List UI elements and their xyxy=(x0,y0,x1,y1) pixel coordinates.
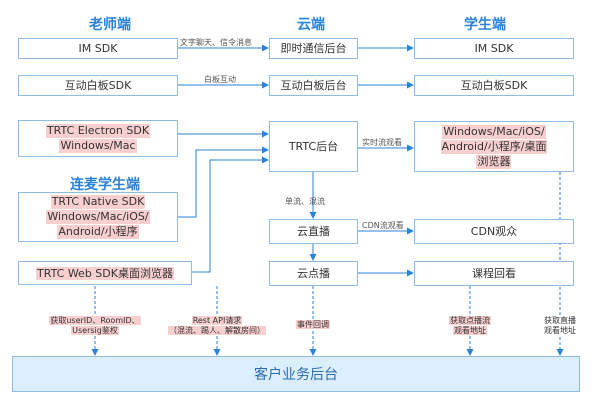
student-im-sdk-label: IM SDK xyxy=(474,42,514,55)
teacher-im-sdk-box: IM SDK xyxy=(18,38,178,59)
edge-label-realtime: 实时流观看 xyxy=(362,138,402,147)
edge-label-mix: 单流、混流 xyxy=(285,197,325,206)
note-auth: 获取userID、RoomID、 Usersig鉴权 xyxy=(40,316,150,336)
cloud-live-box: 云直播 xyxy=(269,219,358,244)
edge-native-trtc xyxy=(178,146,269,218)
student-whiteboard-sdk-box: 互动白板SDK xyxy=(414,75,574,96)
cloud-vod-box: 云点播 xyxy=(269,261,358,286)
edge-label-whiteboard: 白板互动 xyxy=(204,75,236,84)
electron-sdk-box: TRTC Electron SDK Windows/Mac xyxy=(18,120,178,157)
column-title-lianmai: 连麦学生端 xyxy=(70,177,140,193)
electron-platform-label: Windows/Mac xyxy=(59,139,137,153)
edge-label-im: 文字聊天、信令消息 xyxy=(180,38,252,47)
note-liveaddr-line1: 获取直播 xyxy=(544,316,576,325)
customer-backend-label: 客户业务后台 xyxy=(254,367,338,383)
column-title-teacher: 老师端 xyxy=(89,17,131,33)
cdn-audience-label: CDN观众 xyxy=(470,225,518,238)
note-callback: 事件回调 xyxy=(283,320,343,330)
cloud-whiteboard-backend-box: 互动白板后台 xyxy=(269,75,358,96)
native-sdk-label: TRTC Native SDK xyxy=(50,195,146,209)
note-callback-label: 事件回调 xyxy=(296,320,330,329)
web-sdk-label: TRTC Web SDK桌面浏览器 xyxy=(36,266,174,280)
teacher-whiteboard-sdk-label: 互动白板SDK xyxy=(64,79,132,92)
native-platform-line1: Windows/Mac/iOS/ xyxy=(46,210,150,224)
cloud-live-label: 云直播 xyxy=(297,225,330,238)
note-playback-line2: 观看地址 xyxy=(453,326,487,335)
student-im-sdk-box: IM SDK xyxy=(414,38,574,59)
course-replay-label: 课程回看 xyxy=(472,267,516,280)
column-title-cloud: 云端 xyxy=(297,17,325,33)
realtime-viewer-box: Windows/Mac/iOS/ Android/小程序/桌面 浏览器 xyxy=(414,121,574,172)
cloud-whiteboard-backend-label: 互动白板后台 xyxy=(280,79,347,92)
electron-sdk-label: TRTC Electron SDK xyxy=(45,124,151,138)
note-liveaddr-line2: 观看地址 xyxy=(544,326,576,335)
teacher-whiteboard-sdk-box: 互动白板SDK xyxy=(18,75,178,96)
note-auth-line1: 获取userID、RoomID、 xyxy=(49,316,141,325)
cloud-vod-label: 云点播 xyxy=(297,267,330,280)
student-whiteboard-sdk-label: 互动白板SDK xyxy=(460,79,528,92)
web-sdk-box: TRTC Web SDK桌面浏览器 xyxy=(18,261,192,285)
note-rest-line1: Rest API请求 xyxy=(191,316,243,325)
cloud-im-backend-box: 即时通信后台 xyxy=(269,38,358,59)
trtc-backend-label: TRTC后台 xyxy=(288,140,339,153)
note-rest-line2: （混流、踢人、解散房间） xyxy=(168,326,266,335)
note-rest-api: Rest API请求 （混流、踢人、解散房间） xyxy=(162,316,272,336)
customer-backend-box: 客户业务后台 xyxy=(12,356,580,392)
note-live-address: 获取直播 观看地址 xyxy=(534,316,586,336)
native-sdk-box: TRTC Native SDK Windows/Mac/iOS/ Android… xyxy=(18,192,178,242)
viewer-platform-line3: 浏览器 xyxy=(476,154,512,169)
native-platform-line2: Android/小程序 xyxy=(57,225,139,239)
edge-label-cdn: CDN流观看 xyxy=(362,221,404,230)
trtc-backend-box: TRTC后台 xyxy=(269,121,358,172)
edge-web-trtc xyxy=(192,156,269,273)
note-auth-line2: Usersig鉴权 xyxy=(71,326,119,335)
note-playback: 获取点播流 观看地址 xyxy=(440,316,500,336)
viewer-platform-line2: Android/小程序/桌面 xyxy=(440,139,548,154)
column-title-student: 学生端 xyxy=(464,17,506,33)
course-replay-box: 课程回看 xyxy=(414,261,574,286)
teacher-im-sdk-label: IM SDK xyxy=(78,42,118,55)
viewer-platform-line1: Windows/Mac/iOS/ xyxy=(442,124,546,139)
cdn-audience-box: CDN观众 xyxy=(414,219,574,244)
note-playback-line1: 获取点播流 xyxy=(449,316,491,325)
cloud-im-backend-label: 即时通信后台 xyxy=(280,42,347,55)
